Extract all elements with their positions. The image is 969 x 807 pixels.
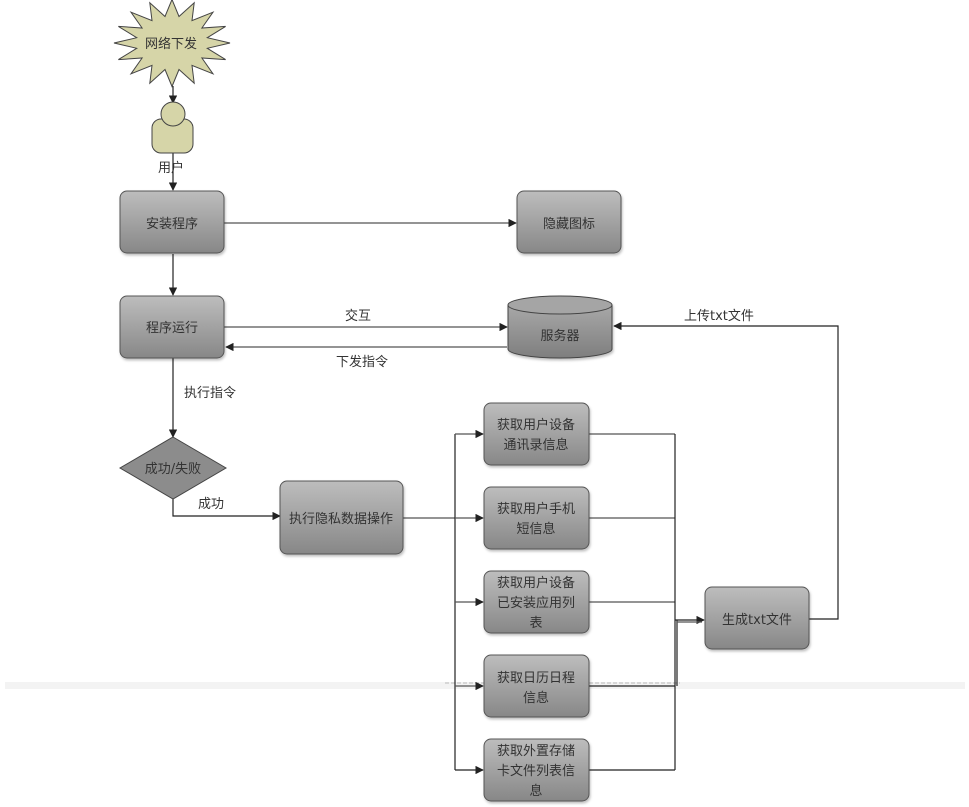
node-get-contacts-line-1: 获取用户设备 (497, 417, 575, 433)
node-install[interactable]: 安装程序 (119, 190, 225, 254)
edge-label-exec-cmd: 执行指令 (184, 386, 236, 401)
node-hide-icon[interactable]: 隐藏图标 (516, 190, 622, 254)
node-get-storage-line-1: 获取外置存储 (497, 744, 575, 759)
node-privacy-op-label: 执行隐私数据操作 (289, 511, 393, 527)
node-get-contacts[interactable]: 获取用户设备 通讯录信息 (483, 402, 590, 466)
node-privacy-op-box (279, 480, 404, 555)
node-run-label: 程序运行 (146, 321, 198, 336)
edge-gen-txt-to-server (613, 321, 839, 620)
node-user-label: 用户 (158, 160, 184, 176)
node-decision[interactable]: 成功/失败 (119, 436, 227, 500)
edge-label-upload-txt: 上传txt文件 (684, 309, 754, 324)
node-get-apps[interactable]: 获取用户设备 已安装应用列 表 (483, 570, 590, 634)
node-hide-icon-box (516, 190, 622, 254)
node-hide-icon-label: 隐藏图标 (543, 217, 595, 232)
decision-diamond (119, 436, 227, 500)
starburst-shape (113, 0, 231, 88)
node-get-calendar-line-2: 信息 (523, 690, 549, 706)
node-get-sms-box (483, 486, 590, 550)
node-gen-txt[interactable]: 生成txt文件 (704, 586, 810, 650)
server-cylinder-body (507, 305, 613, 359)
node-get-apps-line-3: 表 (529, 616, 542, 631)
node-get-storage-line-3: 息 (529, 783, 542, 799)
node-run[interactable]: 程序运行 (119, 295, 225, 359)
node-install-label: 安装程序 (146, 217, 198, 232)
node-server-label: 服务器 (540, 328, 579, 344)
node-install-box (119, 190, 225, 254)
node-network-label: 网络下发 (145, 36, 197, 52)
node-get-apps-line-2: 已安装应用列 (497, 595, 575, 611)
node-get-sms-line-1: 获取用户手机 (497, 501, 575, 517)
node-get-apps-line-1: 获取用户设备 (497, 575, 575, 591)
node-gen-txt-label: 生成txt文件 (722, 613, 792, 628)
node-get-contacts-box (483, 402, 590, 466)
node-get-calendar[interactable]: 获取日历日程 信息 (483, 654, 590, 718)
node-get-calendar-line-1: 获取日历日程 (497, 671, 575, 686)
node-run-box (119, 295, 225, 359)
node-get-sms-line-2: 短信息 (516, 521, 555, 537)
node-privacy-op[interactable]: 执行隐私数据操作 (279, 480, 404, 555)
edge-label-success: 成功 (198, 497, 224, 512)
user-head-icon (160, 101, 186, 127)
edge-decision-to-privacy-op (172, 499, 281, 521)
node-get-sms[interactable]: 获取用户手机 短信息 (483, 486, 590, 550)
node-get-calendar-box (483, 654, 590, 718)
node-get-storage-line-2: 卡文件列表信 (497, 764, 575, 779)
node-gen-txt-box (704, 586, 810, 650)
node-decision-label: 成功/失败 (145, 462, 201, 477)
node-get-storage[interactable]: 获取外置存储 卡文件列表信 息 (483, 738, 590, 802)
node-server[interactable]: 服务器 (507, 295, 613, 359)
edge-label-send-cmd: 下发指令 (336, 354, 388, 370)
node-get-apps-box (483, 570, 590, 634)
node-get-storage-box (483, 738, 590, 802)
edge-label-interact: 交互 (345, 308, 371, 324)
node-user[interactable]: 用户 (151, 101, 194, 176)
node-get-contacts-line-2: 通讯录信息 (503, 437, 568, 453)
node-network[interactable]: 网络下发 (113, 0, 231, 88)
server-cylinder-top (507, 295, 613, 315)
